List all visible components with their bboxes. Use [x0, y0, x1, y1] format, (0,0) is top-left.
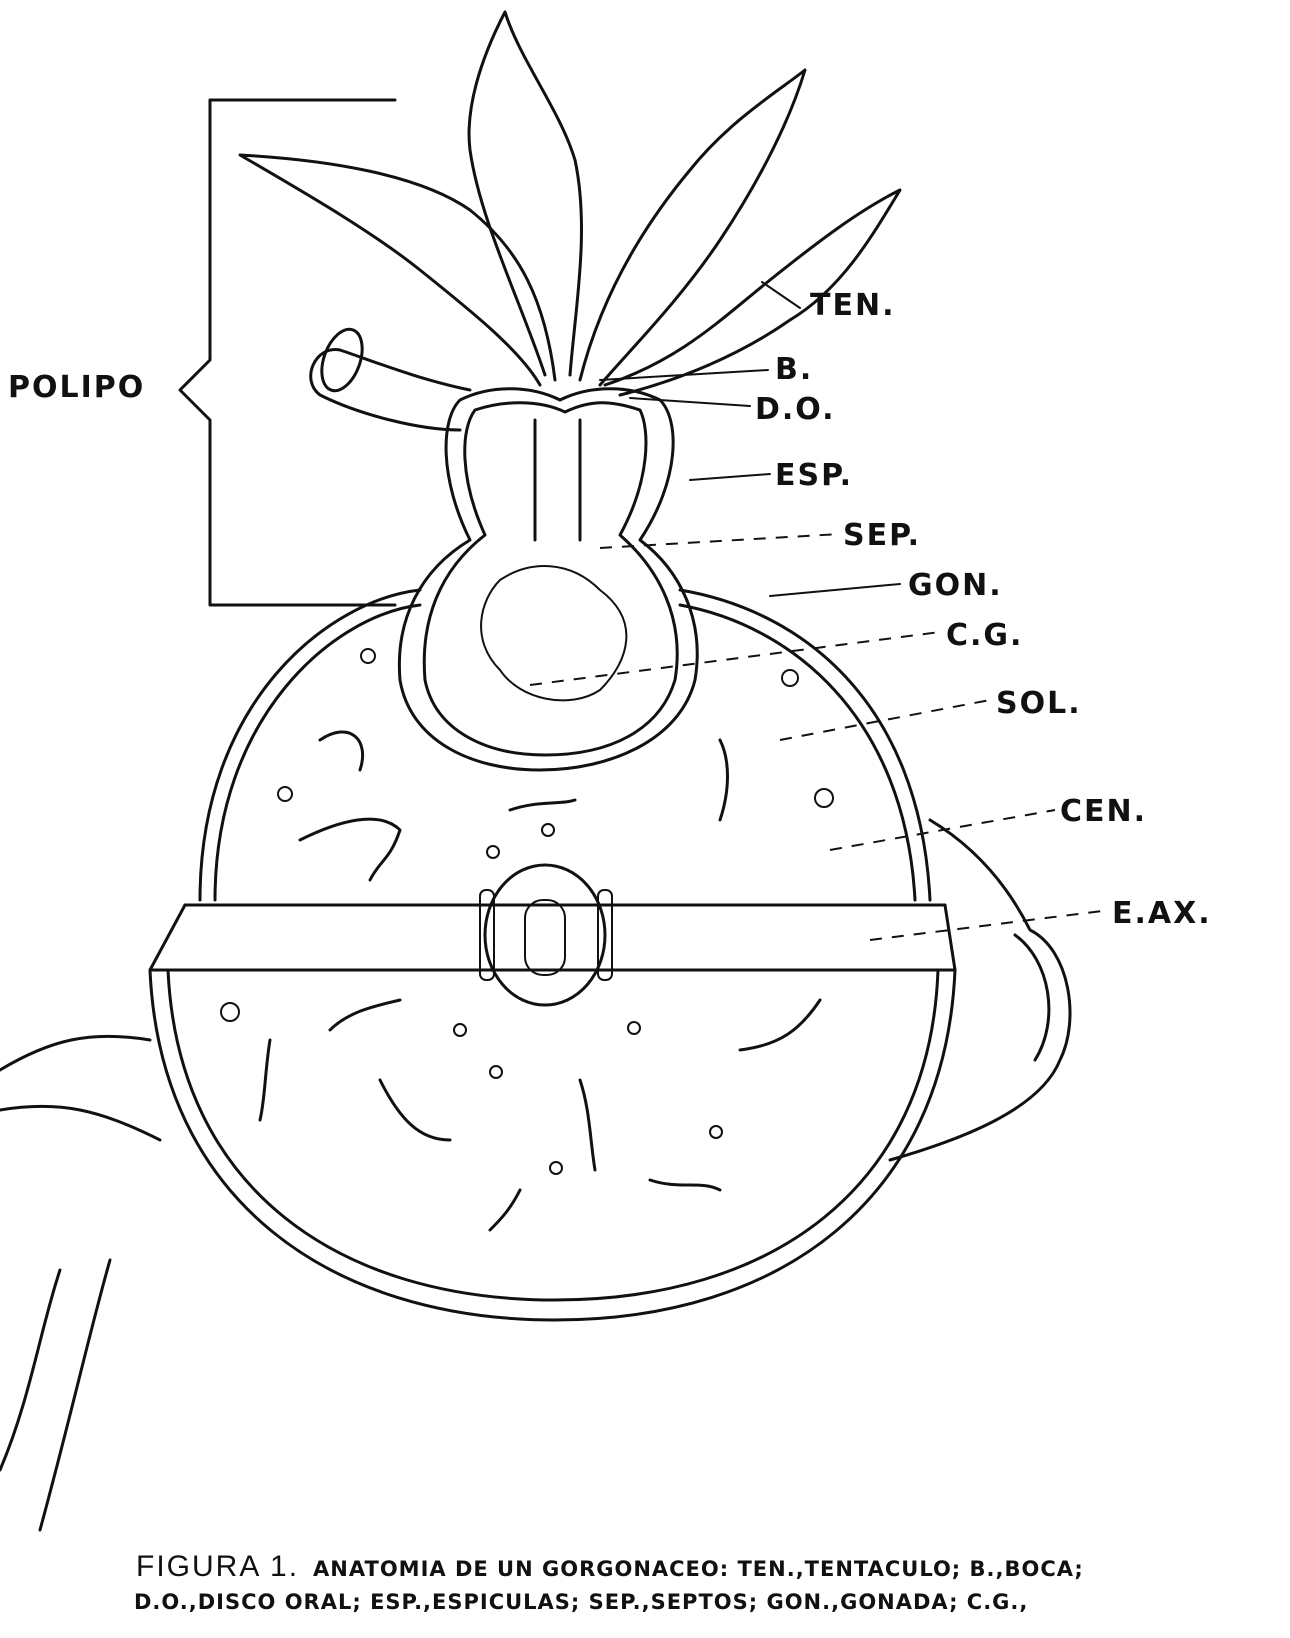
caption-line-1: ANATOMIA DE UN GORGONACEO: TEN.,TENTACUL…	[313, 1557, 1084, 1581]
label-gon: GON.	[908, 568, 1003, 603]
label-sol: SOL.	[996, 686, 1082, 721]
label-cen: CEN.	[1060, 794, 1147, 829]
caption-line-2: D.O.,DISCO ORAL; ESP.,ESPICULAS; SEP.,SE…	[134, 1590, 1286, 1614]
label-b: B.	[775, 352, 813, 387]
label-eax: E.AX.	[1112, 896, 1212, 931]
polip-label: POLIPO	[8, 370, 145, 405]
caption-figure-number: FIGURA 1.	[136, 1550, 299, 1583]
polyp-body	[399, 389, 697, 770]
solenia	[260, 732, 820, 1230]
label-esp: ESP.	[775, 458, 853, 493]
label-sep: SEP.	[843, 518, 921, 553]
label-do: D.O.	[755, 392, 836, 427]
label-cg: C.G.	[946, 618, 1023, 653]
branches	[0, 820, 1070, 1530]
label-ten: TEN.	[810, 288, 895, 323]
figure-caption: FIGURA 1. ANATOMIA DE UN GORGONACEO: TEN.…	[136, 1550, 1286, 1614]
